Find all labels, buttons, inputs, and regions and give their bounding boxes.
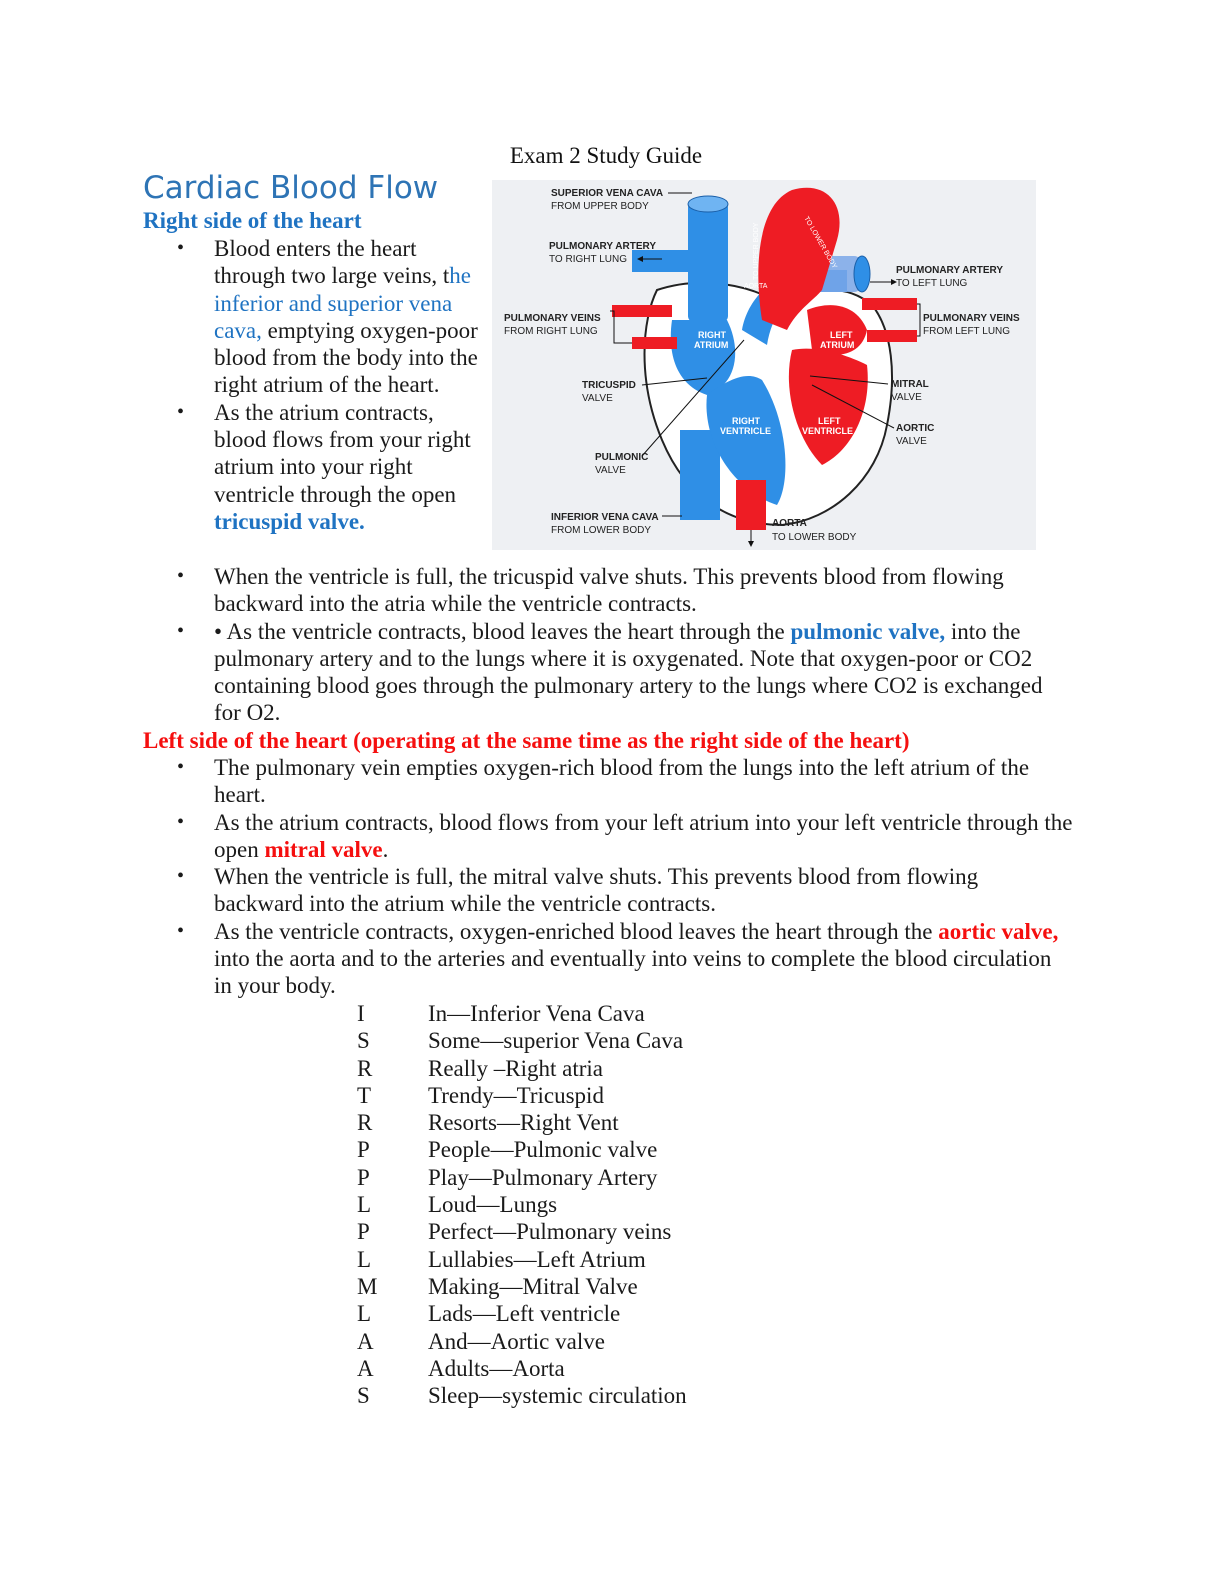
heart-diagram: RIGHT ATRIUM LEFT ATRIUM RIGHT VENTRICLE… [492, 180, 1036, 550]
right-side-heading: Right side of the heart [143, 208, 362, 233]
svc-opening [687, 195, 729, 213]
keyword-vena-cava: he inferior and superior vena cava, [214, 263, 472, 343]
label-svc-1: SUPERIOR VENA CAVA [551, 188, 663, 199]
keyword-aortic-valve: aortic valve, [938, 918, 1059, 944]
label-pv-left-2: FROM LEFT LUNG [923, 326, 1010, 337]
label-left-ventricle-1: LEFT [818, 416, 841, 426]
label-aortic-1: AORTIC [896, 423, 934, 434]
left-atrium [807, 305, 867, 355]
label-right-atrium-1: RIGHT [698, 330, 727, 340]
bullet-icon: • [177, 865, 185, 888]
label-ivc-2: FROM LOWER BODY [551, 525, 651, 536]
bullet-icon: • [177, 919, 185, 942]
label-svc-2: FROM UPPER BODY [551, 201, 649, 212]
label-ivc-1: INFERIOR VENA CAVA [551, 512, 659, 523]
heart-diagram-svg: RIGHT ATRIUM LEFT ATRIUM RIGHT VENTRICLE… [504, 187, 1020, 547]
label-pv-left-1: PULMONARY VEINS [923, 313, 1020, 324]
label-pa-left-1: PULMONARY ARTERY [896, 265, 1003, 276]
label-right-ventricle-1: RIGHT [732, 416, 761, 426]
label-left-atrium-2: ATRIUM [820, 340, 854, 350]
inferior-vena-cava [680, 430, 720, 520]
keyword-pulmonic-valve: pulmonic valve, [790, 618, 946, 644]
pulmonary-vein-left-top [862, 298, 917, 310]
label-right-atrium-2: ATRIUM [694, 340, 728, 350]
page-title: Cardiac Blood Flow [143, 170, 439, 206]
label-tricuspid-2: VALVE [582, 393, 613, 404]
label-pulmonic-2: VALVE [595, 465, 626, 476]
aorta-arch [758, 187, 840, 330]
label-right-ventricle-2: VENTRICLE [720, 426, 771, 436]
keyword-tricuspid-valve: tricuspid valve. [214, 508, 365, 534]
bullet-icon: • [177, 619, 185, 642]
label-pulmonic-1: PULMONIC [595, 452, 648, 463]
left-side-heading: Left side of the heart (operating at the… [143, 728, 910, 753]
keyword-mitral-valve: mitral valve [264, 836, 383, 862]
bullet-icon: • [177, 565, 185, 587]
list-item: • The pulmonary vein empties oxygen-rich… [177, 755, 1030, 808]
label-tricuspid-1: TRICUSPID [582, 380, 636, 391]
bullet-icon: • [177, 400, 185, 423]
right-atrium [670, 320, 736, 395]
right-side-list-wide: • When the ventricle is full, the tricus… [143, 563, 1073, 727]
document-header-title: Exam 2 Study Guide [509, 143, 703, 168]
left-ventricle [788, 348, 868, 465]
list-item: • As the atrium contracts, blood flows f… [177, 399, 471, 534]
right-ventricle [706, 375, 786, 505]
list-item: • As the ventricle contracts, oxygen-enr… [177, 918, 1059, 999]
pulmonary-vein-left-bottom [867, 330, 917, 342]
bullet-icon: • [177, 756, 185, 778]
descending-aorta [736, 480, 766, 530]
label-pv-right-1: PULMONARY VEINS [504, 313, 601, 324]
label-pv-right-2: FROM RIGHT LUNG [504, 326, 598, 337]
label-aorta-lower-1: AORTA [772, 518, 807, 529]
label-pa-right-2: TO RIGHT LUNG [549, 254, 627, 265]
superior-vena-cava [688, 202, 728, 322]
list-item: • When the ventricle is full, the tricus… [177, 564, 1004, 617]
label-mitral-2: VALVE [891, 392, 922, 403]
pulmonary-vein-right-top [612, 305, 672, 317]
label-mitral-1: MITRAL [891, 379, 929, 390]
list-item: • When the ventricle is full, the mitral… [177, 864, 979, 917]
label-aorta-lower-2: TO LOWER BODY [772, 532, 857, 543]
label-left-ventricle-2: VENTRICLE [802, 426, 853, 436]
label-pa-left-2: TO LEFT LUNG [896, 278, 968, 289]
label-aortic-2: VALVE [896, 436, 927, 447]
list-item: • Blood enters the heart through two lar… [177, 236, 478, 398]
bullet-icon: • [177, 237, 185, 259]
label-aorta-inner: AORTA [744, 283, 768, 290]
label-to-upper-body: TO UPPER BODY [753, 222, 760, 280]
label-pa-right-1: PULMONARY ARTERY [549, 241, 656, 252]
label-left-atrium-1: LEFT [830, 330, 853, 340]
right-side-list-narrow: • Blood enters the heart through two lar… [143, 235, 483, 535]
bullet-icon: • [177, 810, 185, 833]
left-side-list: • The pulmonary vein empties oxygen-rich… [143, 754, 1073, 1000]
list-item: • • As the ventricle contracts, blood le… [177, 618, 1043, 726]
list-item: • As the atrium contracts, blood flows f… [177, 809, 1073, 862]
pulmonary-vein-right-bottom [632, 337, 677, 349]
